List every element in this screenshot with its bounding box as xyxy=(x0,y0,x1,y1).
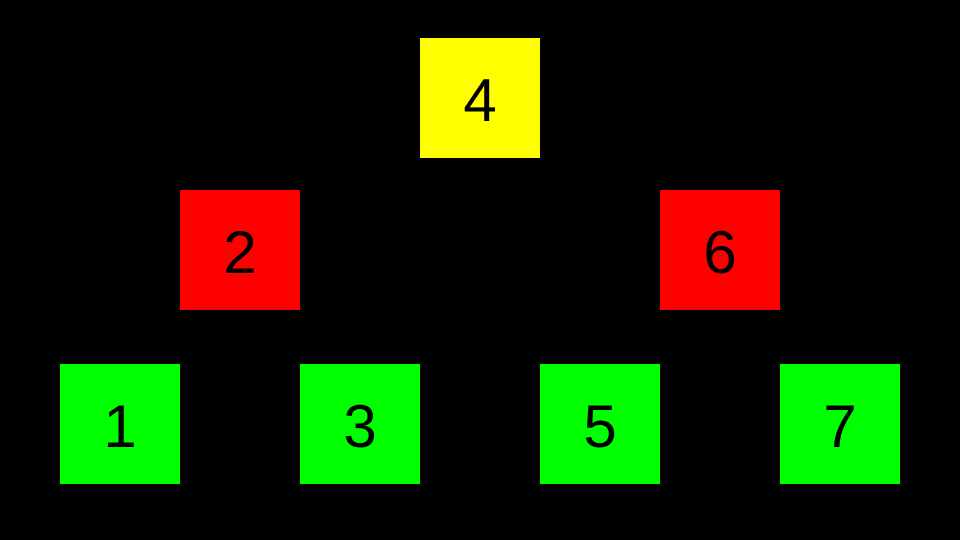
tree-node-label: 4 xyxy=(463,67,497,134)
tree-node-label: 5 xyxy=(583,393,617,460)
tree-node-internal-6: 6 xyxy=(660,190,780,310)
tree-node-label: 2 xyxy=(223,219,257,286)
tree-node-label: 6 xyxy=(703,219,737,286)
tree-node-leaf-7: 7 xyxy=(780,364,900,484)
tree-node-label: 3 xyxy=(343,393,377,460)
tree-node-leaf-3: 3 xyxy=(300,364,420,484)
tree-node-label: 7 xyxy=(823,393,857,460)
tree-node-label: 1 xyxy=(103,393,137,460)
tree-node-root-4: 4 xyxy=(420,38,540,158)
tree-node-leaf-5: 5 xyxy=(540,364,660,484)
tree-node-leaf-1: 1 xyxy=(60,364,180,484)
tree-node-internal-2: 2 xyxy=(180,190,300,310)
